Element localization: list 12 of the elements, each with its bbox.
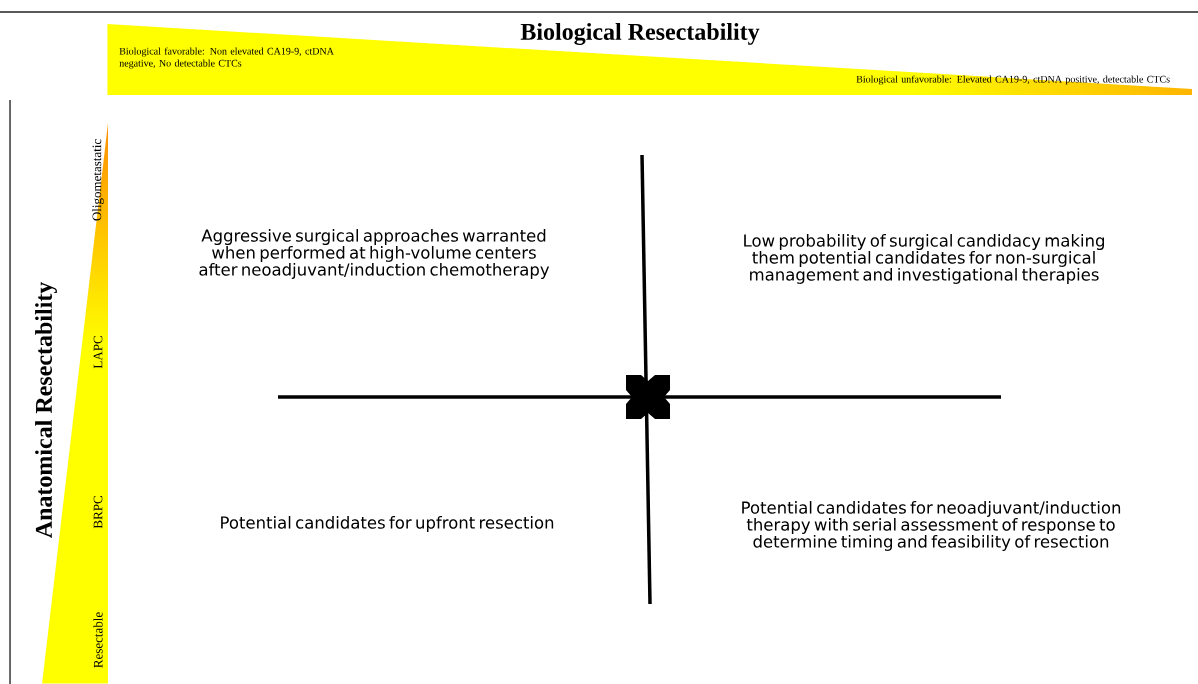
wedge-label: Biological unfavorable: Elevated CA19-9, ctDNA positive, detectable CTCs (856, 75, 1170, 85)
wedge-label: Oligometastatic (92, 139, 104, 221)
wedge-label: LAPC (93, 336, 103, 369)
axis-title: Biological Resectability (520, 23, 760, 45)
quadrant-text: Low probability of surgical candidacy making them potential candidates for non-surgical management and investigational therapies (744, 234, 1104, 284)
axis-title: Anatomical Resectability (35, 281, 57, 539)
wedge-label: BRPC (93, 496, 103, 529)
wedge-label: Resectable (93, 612, 103, 668)
quadrant-text: Potential candidates for upfront resection (221, 516, 554, 532)
wedge-label: Biological favorable: Non elevated CA19-9, ctDNA negative, No detectable CTCs (119, 47, 334, 69)
quadrant-text: Aggressive surgical approaches warranted when performed at high-volume centers after neoadjuvant/induction chemotherapy (199, 229, 550, 279)
quadrant-text: Potential candidates for neoadjuvant/induction therapy with serial assessment of response to determine timing and feasibility of resection (742, 501, 1121, 551)
